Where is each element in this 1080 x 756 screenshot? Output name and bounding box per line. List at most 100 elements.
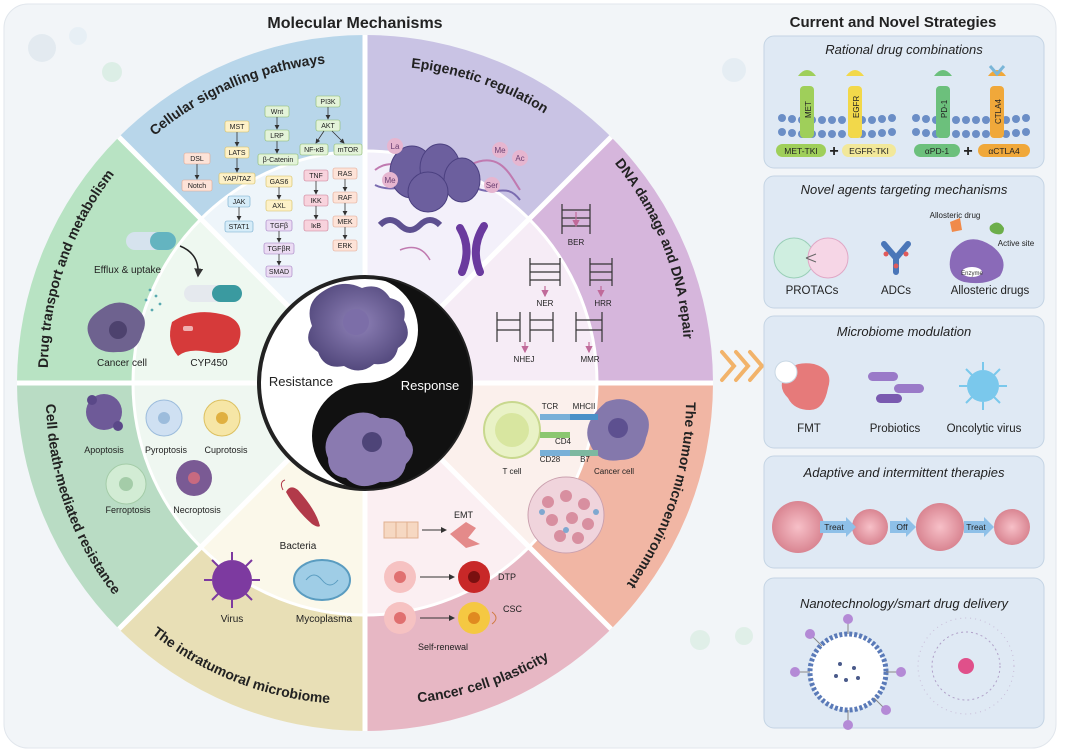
met-tki-pill: [776, 144, 826, 157]
self-renewal-label: Self-renewal: [418, 642, 468, 652]
plasticity-content: EMT DTP CSC Self-renewal: [383, 510, 523, 652]
svg-text:STAT1: STAT1: [229, 224, 250, 231]
tumor-cycle: [772, 501, 1030, 553]
membrane-left: MET EGFR: [778, 70, 896, 138]
epigenetic-content: La Me Ac Me Ser: [374, 138, 528, 276]
svg-text:PI3K: PI3K: [320, 99, 336, 106]
cd4-label: CD4: [555, 437, 572, 446]
treat-label-1: Treat: [824, 522, 844, 532]
background-decor: [28, 27, 753, 650]
svg-text:mTOR: mTOR: [338, 147, 358, 154]
pyroptosis-label: Pyroptosis: [145, 445, 188, 455]
svg-text:IKK: IKK: [310, 198, 322, 205]
svg-text:SMAD: SMAD: [269, 269, 289, 276]
panel-microbiome-modulation: [763, 315, 1045, 449]
svg-text:AXL: AXL: [272, 203, 285, 210]
protacs-label: PROTACs: [786, 285, 839, 297]
svg-text:Wnt: Wnt: [271, 109, 284, 116]
hrr-label: HRR: [594, 299, 612, 308]
svg-text:TGFβR: TGFβR: [267, 246, 290, 253]
cd28-label: CD28: [540, 455, 561, 464]
epi-mark-la: La: [391, 142, 400, 151]
actla4-pill: [978, 144, 1030, 157]
chevron-arrows-icon: [720, 350, 765, 382]
egfr-tki-pill: [842, 144, 896, 157]
cell-death-content: Apoptosis Pyroptosis Cuprotosis Ferropto…: [84, 394, 248, 515]
oncolytic-virus-icon: [959, 362, 1007, 410]
sector-microbiome: [118, 547, 366, 731]
mmr-label: MMR: [580, 355, 599, 364]
dtp-label: DTP: [498, 572, 516, 582]
apd1-label: αPD-1: [925, 146, 950, 156]
plus-icon: +: [829, 143, 838, 160]
bacteria-label: Bacteria: [280, 541, 317, 552]
egfr-tki-label: EGFR-TKI: [849, 146, 889, 156]
mycoplasma-label: Mycoplasma: [296, 614, 353, 625]
svg-text:YAP/TAZ: YAP/TAZ: [223, 176, 252, 183]
apd1-pill: [914, 144, 960, 157]
met-tki-label: MET-TKI: [784, 146, 818, 156]
plus-icon-2: +: [963, 143, 972, 160]
yin-yang-center: Resistance Response: [257, 275, 473, 491]
right-title: Current and Novel Strategies: [790, 14, 997, 31]
svg-text:ERK: ERK: [338, 243, 353, 250]
svg-text:TGFβ: TGFβ: [270, 223, 288, 230]
nhej-label: NHEJ: [514, 355, 535, 364]
tcr-label: TCR: [542, 402, 559, 411]
enzyme-label: Enzyme: [961, 271, 983, 277]
oncolytic-label: Oncolytic virus: [947, 423, 1022, 435]
epi-mark-ac: Ac: [515, 154, 524, 163]
necroptosis-label: Necroptosis: [173, 505, 221, 515]
cyp450-label: CYP450: [190, 358, 228, 369]
svg-text:GAS6: GAS6: [270, 179, 289, 186]
drug-transport-content: Efflux & uptake Cancer cell CYP450: [87, 232, 242, 369]
probiotics-label: Probiotics: [870, 423, 921, 435]
polymer-nanoparticle-icon: [917, 617, 1015, 715]
enzyme-icon: [949, 218, 1004, 284]
apoptosis-label: Apoptosis: [84, 445, 124, 455]
ferroptosis-label: Ferroptosis: [105, 505, 151, 515]
mhc-label: MHCII: [573, 402, 596, 411]
svg-text:MST: MST: [230, 124, 246, 131]
off-label: Off: [896, 522, 908, 532]
mechanism-wheel: Resistance Response Cellular signalling …: [17, 35, 713, 731]
epi-mark-me-2: Me: [384, 176, 396, 185]
ner-label: NER: [537, 299, 554, 308]
allosteric-drugs-label: Allosteric drugs: [951, 285, 1030, 297]
antibody-icon: [881, 241, 911, 275]
svg-text:NF-κB: NF-κB: [304, 147, 324, 154]
dna-repair-content: BER NER HRR NHEJ MMR: [496, 204, 613, 364]
active-site-label: Active site: [998, 239, 1035, 248]
fmt-label: FMT: [797, 423, 821, 435]
membrane-right: PD-1 CTLA4: [912, 65, 1030, 138]
tcell-label: T cell: [503, 467, 522, 476]
tme-cancer-label: Cancer cell: [594, 467, 634, 476]
panel2-title: Novel agents targeting mechanisms: [801, 182, 1008, 197]
resistance-label: Resistance: [269, 374, 333, 389]
sector-cell-death: [17, 383, 201, 629]
met-label: MET: [804, 101, 813, 118]
emt-label: EMT: [454, 510, 474, 520]
svg-text:AKT: AKT: [321, 123, 335, 130]
virus-label: Virus: [221, 614, 244, 625]
svg-text:TNF: TNF: [309, 173, 323, 180]
svg-text:MEK: MEK: [337, 219, 353, 226]
svg-text:Notch: Notch: [188, 183, 206, 190]
panel-adaptive-therapies: [763, 455, 1045, 569]
cuprotosis-label: Cuprotosis: [204, 445, 248, 455]
panel3-title: Microbiome modulation: [837, 324, 971, 339]
ctla4-label: CTLA4: [994, 99, 1003, 124]
sector-dna-damage: [529, 137, 713, 383]
svg-text:LRP: LRP: [270, 133, 284, 140]
adcs-label: ADCs: [881, 285, 911, 297]
efflux-label: Efflux & uptake: [94, 265, 162, 276]
response-label: Response: [401, 378, 460, 393]
svg-text:RAF: RAF: [338, 195, 352, 202]
svg-text:DSL: DSL: [190, 156, 204, 163]
allosteric-drug-label: Allosteric drug: [930, 211, 981, 220]
left-title: Molecular Mechanisms: [267, 15, 442, 32]
tme-content: TCR MHCII CD4 CD28 B7 T cell Cancer cell: [483, 399, 649, 554]
panel4-title: Adaptive and intermittent therapies: [803, 465, 1005, 480]
sector-epigenetic: [365, 35, 612, 219]
